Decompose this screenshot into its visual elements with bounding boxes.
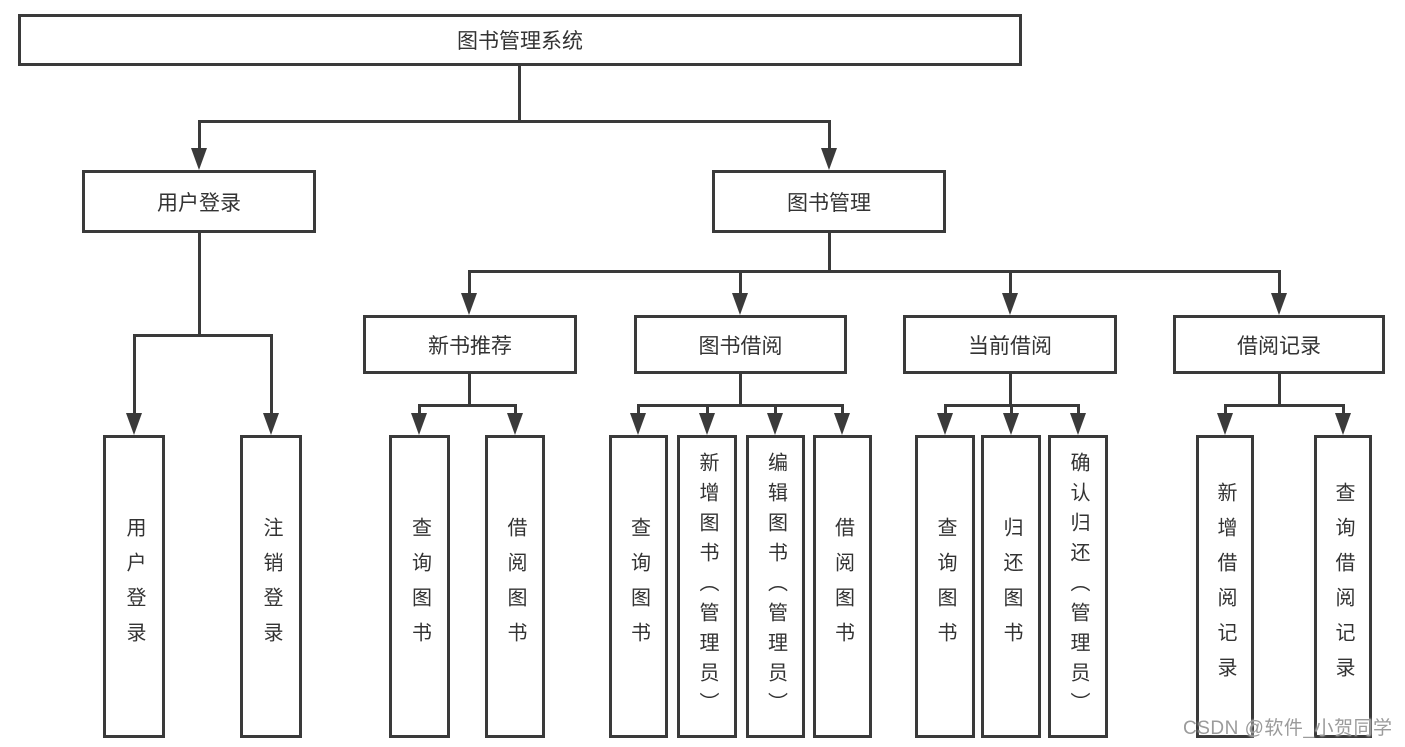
arrowhead-l4a — [937, 413, 953, 435]
connector-new-book-stem — [468, 374, 471, 407]
leaf-query-books-borrowing: 查询图书 — [609, 435, 668, 738]
leaf-label: 确认归还（管理员） — [1067, 451, 1089, 722]
node-label: 图书管理 — [787, 191, 871, 215]
connector-drop-records — [1278, 270, 1281, 300]
arrowhead-new-book — [461, 293, 477, 315]
node-borrow-records: 借阅记录 — [1173, 315, 1385, 374]
connector-records-stem — [1278, 374, 1281, 407]
connector-root-bar — [198, 120, 831, 123]
connector-borrow-bar — [637, 404, 843, 407]
leaf-borrow-books-recommend: 借阅图书 — [485, 435, 545, 738]
arrowhead-leaf-login — [126, 413, 142, 435]
arrowhead-l4b — [1003, 413, 1019, 435]
leaf-label: 用户登录 — [123, 516, 145, 657]
leaf-label: 查询图书 — [408, 516, 431, 657]
node-label: 图书管理系统 — [457, 30, 583, 53]
node-book-borrowing: 图书借阅 — [634, 315, 847, 374]
connector-drop-borrow — [739, 270, 742, 300]
connector-drop-book-mgmt — [828, 120, 831, 158]
node-user-login: 用户登录 — [82, 170, 316, 233]
leaf-query-books-recommend: 查询图书 — [389, 435, 450, 738]
leaf-label: 编辑图书（管理员） — [764, 451, 787, 722]
arrowhead-borrow — [732, 293, 748, 315]
arrowhead-current — [1002, 293, 1018, 315]
connector-current-stem — [1009, 374, 1012, 407]
leaf-user-login: 用户登录 — [103, 435, 165, 738]
connector-root-stem — [518, 64, 521, 122]
arrowhead-user-login — [191, 148, 207, 170]
leaf-label: 查询借阅记录 — [1332, 481, 1354, 692]
connector-borrow-stem — [739, 374, 742, 407]
leaf-label: 注销登录 — [260, 516, 282, 657]
connector-drop-leaf-logout — [270, 334, 273, 422]
connector-drop-leaf-login — [133, 334, 136, 422]
leaf-query-borrow-record: 查询借阅记录 — [1314, 435, 1372, 738]
node-system-root: 图书管理系统 — [18, 14, 1022, 66]
node-label: 当前借阅 — [968, 334, 1052, 358]
arrowhead-book-mgmt — [821, 148, 837, 170]
arrowhead-leaf-logout — [263, 413, 279, 435]
leaf-label: 新增图书（管理员） — [696, 451, 718, 722]
node-label: 新书推荐 — [428, 334, 512, 358]
leaf-logout: 注销登录 — [240, 435, 302, 738]
arrowhead-l5b — [1335, 413, 1351, 435]
leaf-label: 查询图书 — [934, 516, 956, 657]
connector-user-login-stem — [198, 233, 201, 337]
leaf-return-books: 归还图书 — [981, 435, 1041, 738]
leaf-add-books-admin: 新增图书（管理员） — [677, 435, 737, 738]
leaf-borrow-books-borrowing: 借阅图书 — [813, 435, 872, 738]
node-label: 借阅记录 — [1237, 334, 1321, 358]
arrowhead-l3a — [630, 413, 646, 435]
arrowhead-l3d — [834, 413, 850, 435]
connector-book-mgmt-bar — [468, 270, 1281, 273]
connector-user-login-bar — [133, 334, 273, 337]
arrowhead-l4c — [1070, 413, 1086, 435]
leaf-edit-books-admin: 编辑图书（管理员） — [746, 435, 805, 738]
arrowhead-l2b — [507, 413, 523, 435]
connector-book-mgmt-stem — [828, 233, 831, 272]
arrowhead-l5a — [1217, 413, 1233, 435]
leaf-query-books-current: 查询图书 — [915, 435, 975, 738]
node-current-borrowing: 当前借阅 — [903, 315, 1117, 374]
connector-drop-user-login — [198, 120, 201, 158]
leaf-label: 查询图书 — [627, 516, 650, 657]
arrowhead-l3b — [699, 413, 715, 435]
leaf-label: 归还图书 — [1000, 516, 1022, 657]
connector-new-book-bar — [418, 404, 517, 407]
connector-drop-new-book — [468, 270, 471, 300]
arrowhead-records — [1271, 293, 1287, 315]
leaf-label: 借阅图书 — [504, 516, 526, 657]
node-new-book-recommend: 新书推荐 — [363, 315, 577, 374]
node-book-management: 图书管理 — [712, 170, 946, 233]
node-label: 图书借阅 — [698, 334, 783, 358]
leaf-add-borrow-record: 新增借阅记录 — [1196, 435, 1254, 738]
node-label: 用户登录 — [157, 191, 241, 215]
connector-drop-current — [1009, 270, 1012, 300]
leaf-label: 借阅图书 — [831, 516, 854, 657]
leaf-confirm-return-admin: 确认归还（管理员） — [1048, 435, 1108, 738]
arrowhead-l2a — [411, 413, 427, 435]
leaf-label: 新增借阅记录 — [1214, 481, 1236, 692]
arrowhead-l3c — [767, 413, 783, 435]
csdn-watermark: CSDN @软件_小贺同学 — [1183, 718, 1393, 739]
connector-records-bar — [1224, 404, 1344, 407]
